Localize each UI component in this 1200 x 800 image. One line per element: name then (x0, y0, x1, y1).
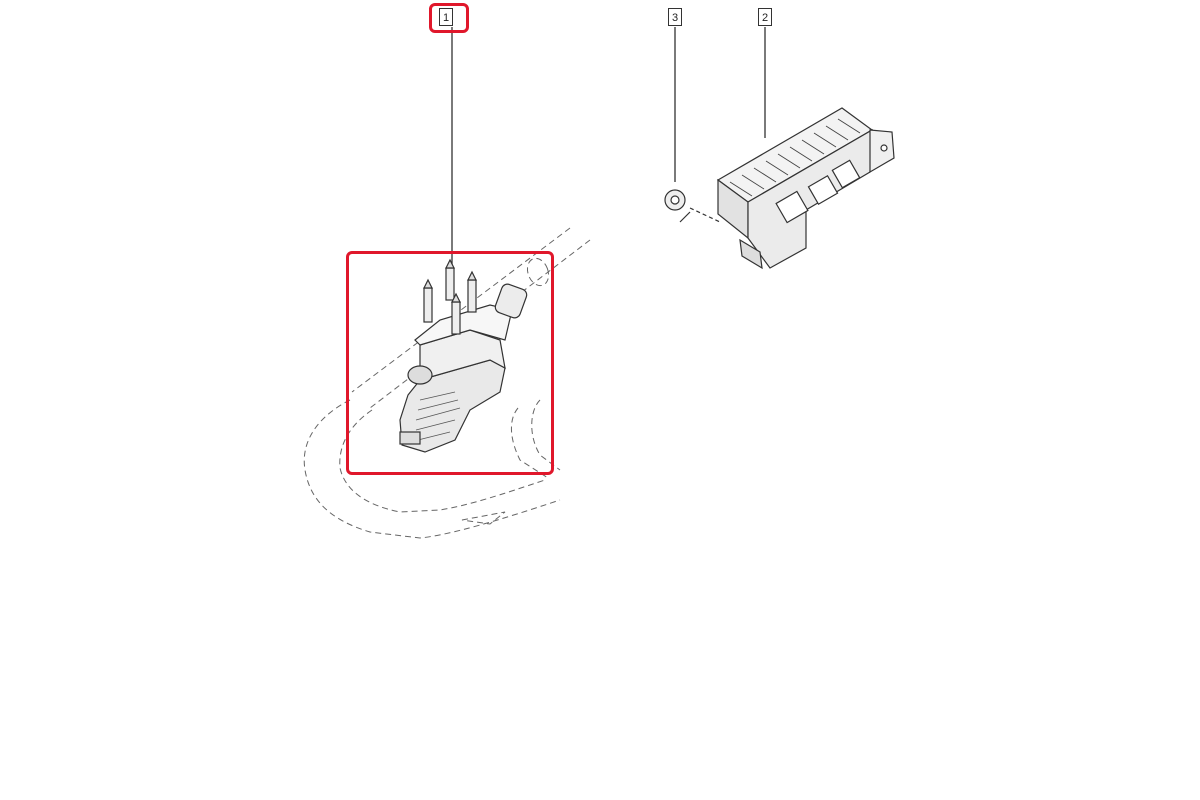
callout-1[interactable]: 1 (439, 8, 453, 26)
part-2-control-unit (716, 107, 895, 270)
dashed-context-outline (303, 227, 591, 539)
part-1-valve-block (399, 258, 528, 453)
leader-lines (451, 27, 766, 268)
callout-2[interactable]: 2 (758, 8, 772, 26)
callout-1-highlight (429, 3, 469, 33)
part-3-nut (664, 189, 721, 223)
part-1-highlight (346, 251, 554, 475)
callout-3[interactable]: 3 (668, 8, 682, 26)
